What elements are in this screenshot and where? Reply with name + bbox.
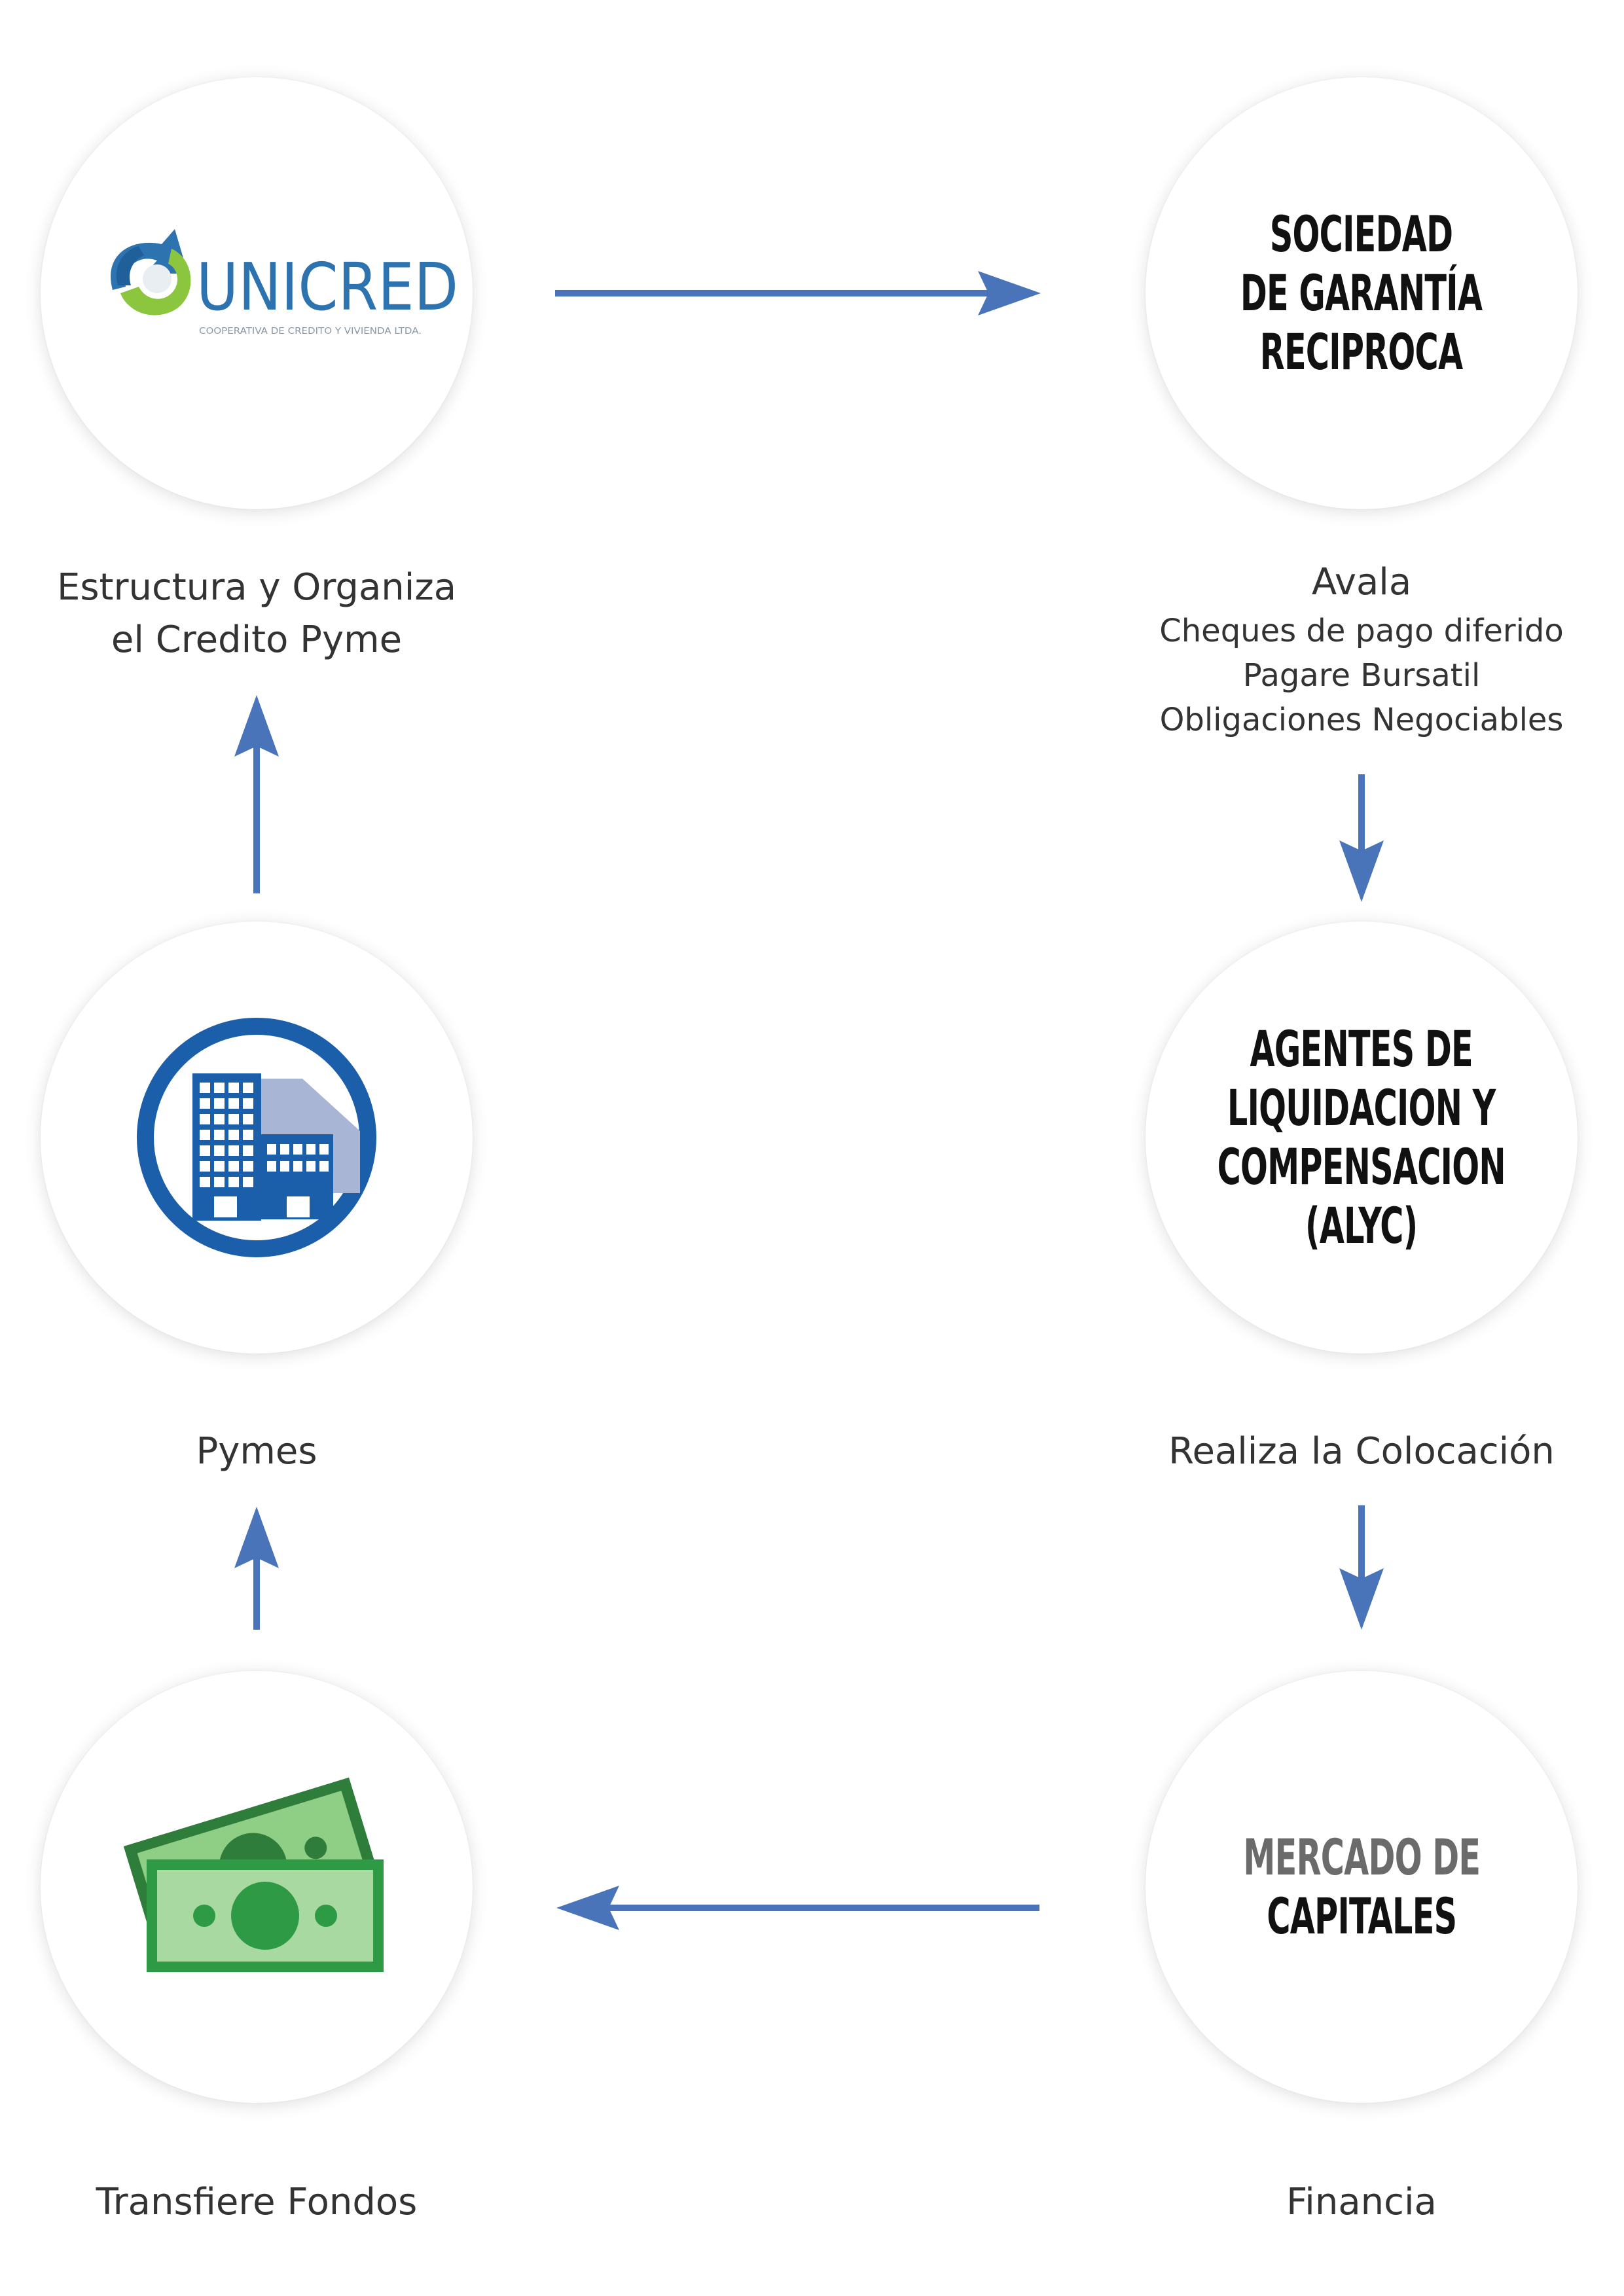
building-window — [280, 1161, 289, 1172]
sgr-title: SOCIEDAD DE GARANTÍA RECIPROCA — [1240, 205, 1483, 382]
unicred-label: Estructura y Organiza el Credito Pyme — [41, 562, 473, 666]
building-window — [267, 1144, 276, 1155]
alyc-label: Realiza la Colocación — [1168, 1430, 1555, 1473]
building-window — [228, 1145, 239, 1156]
sgr-label-line: Obligaciones Negociables — [1159, 702, 1564, 738]
money-icon — [123, 1777, 384, 1972]
building-window — [200, 1145, 210, 1156]
building-icon — [137, 1018, 376, 1257]
alyc-node: AGENTES DE LIQUIDACION Y COMPENSACION (A… — [1146, 922, 1578, 1354]
building-window — [306, 1161, 316, 1172]
building-window — [200, 1130, 210, 1140]
building-window — [214, 1083, 225, 1093]
mercado-node: MERCADO DE CAPITALES — [1146, 1671, 1578, 2103]
building-window — [293, 1161, 302, 1172]
alyc-title-line: LIQUIDACION Y — [1227, 1079, 1496, 1137]
building-window — [200, 1161, 210, 1172]
arrow-unicred-to-sgr — [555, 271, 1041, 315]
unicred-logo: UNICRED COOPERATIVA DE CREDITO Y VIVIEND… — [111, 229, 458, 336]
building-window — [243, 1130, 253, 1140]
building-window — [200, 1098, 210, 1109]
mercado-title-line: CAPITALES — [1266, 1887, 1457, 1945]
sgr-title-line: RECIPROCA — [1260, 323, 1463, 381]
unicred-swirl-icon — [111, 229, 191, 315]
building-window — [228, 1083, 239, 1093]
building-window — [243, 1145, 253, 1156]
building-window — [228, 1177, 239, 1187]
mercado-label: Financia — [1286, 2181, 1437, 2223]
building-window — [228, 1114, 239, 1124]
alyc-title-line: (ALYC) — [1305, 1196, 1418, 1255]
sgr-label: Avala Cheques de pago diferido Pagare Bu… — [1080, 556, 1624, 742]
unicred-logo-text: UNICRED — [196, 249, 458, 325]
sgr-title-line: DE GARANTÍA — [1240, 264, 1483, 322]
building-window — [280, 1144, 289, 1155]
fondos-node — [41, 1671, 473, 2103]
building-window — [214, 1114, 225, 1124]
arrow-pymes-to-unicred — [234, 695, 279, 893]
building-window — [200, 1114, 210, 1124]
arrow-fondos-to-pymes — [234, 1507, 279, 1630]
sgr-label-line: Cheques de pago diferido — [1159, 613, 1564, 649]
building-window — [214, 1177, 225, 1187]
building-window — [228, 1161, 239, 1172]
building-window — [243, 1177, 253, 1187]
arrow-sgr-to-alyc — [1339, 774, 1384, 902]
building-window — [243, 1083, 253, 1093]
sgr-label-title: Avala — [1311, 561, 1412, 603]
arrow-mercado-to-fondos — [556, 1886, 1039, 1930]
pymes-label: Pymes — [196, 1430, 317, 1473]
unicred-label-line: Estructura y Organiza — [56, 566, 457, 609]
building-window — [228, 1098, 239, 1109]
sgr-node: SOCIEDAD DE GARANTÍA RECIPROCA — [1146, 77, 1578, 509]
building-window — [214, 1161, 225, 1172]
fondos-label: Transfiere Fondos — [96, 2181, 418, 2223]
unicred-node: UNICRED COOPERATIVA DE CREDITO Y VIVIEND… — [41, 77, 473, 509]
building-window — [293, 1144, 302, 1155]
building-window — [319, 1161, 329, 1172]
unicred-label-line: el Credito Pyme — [111, 619, 403, 661]
building-window — [243, 1161, 253, 1172]
sgr-label-line: Pagare Bursatil — [1242, 657, 1481, 694]
arrow-alyc-to-mercado — [1339, 1505, 1384, 1630]
building-window — [214, 1130, 225, 1140]
pymes-node — [41, 922, 473, 1354]
building-window — [214, 1098, 225, 1109]
building-window — [243, 1098, 253, 1109]
alyc-title-line: AGENTES DE — [1250, 1020, 1473, 1078]
building-window — [267, 1161, 276, 1172]
alyc-title: AGENTES DE LIQUIDACION Y COMPENSACION (A… — [1218, 1020, 1506, 1255]
building-window — [200, 1177, 210, 1187]
alyc-title-line: COMPENSACION — [1217, 1138, 1506, 1196]
building-window — [200, 1083, 210, 1093]
mercado-title: MERCADO DE CAPITALES — [1243, 1828, 1481, 1946]
building-window — [243, 1114, 253, 1124]
sgr-title-line: SOCIEDAD — [1270, 205, 1453, 263]
building-window — [319, 1144, 329, 1155]
building-window — [228, 1130, 239, 1140]
building-window — [214, 1145, 225, 1156]
mercado-title-line: MERCADO DE — [1243, 1828, 1481, 1886]
building-window — [306, 1144, 316, 1155]
unicred-tagline: COOPERATIVA DE CREDITO Y VIVIENDA LTDA. — [199, 327, 422, 336]
